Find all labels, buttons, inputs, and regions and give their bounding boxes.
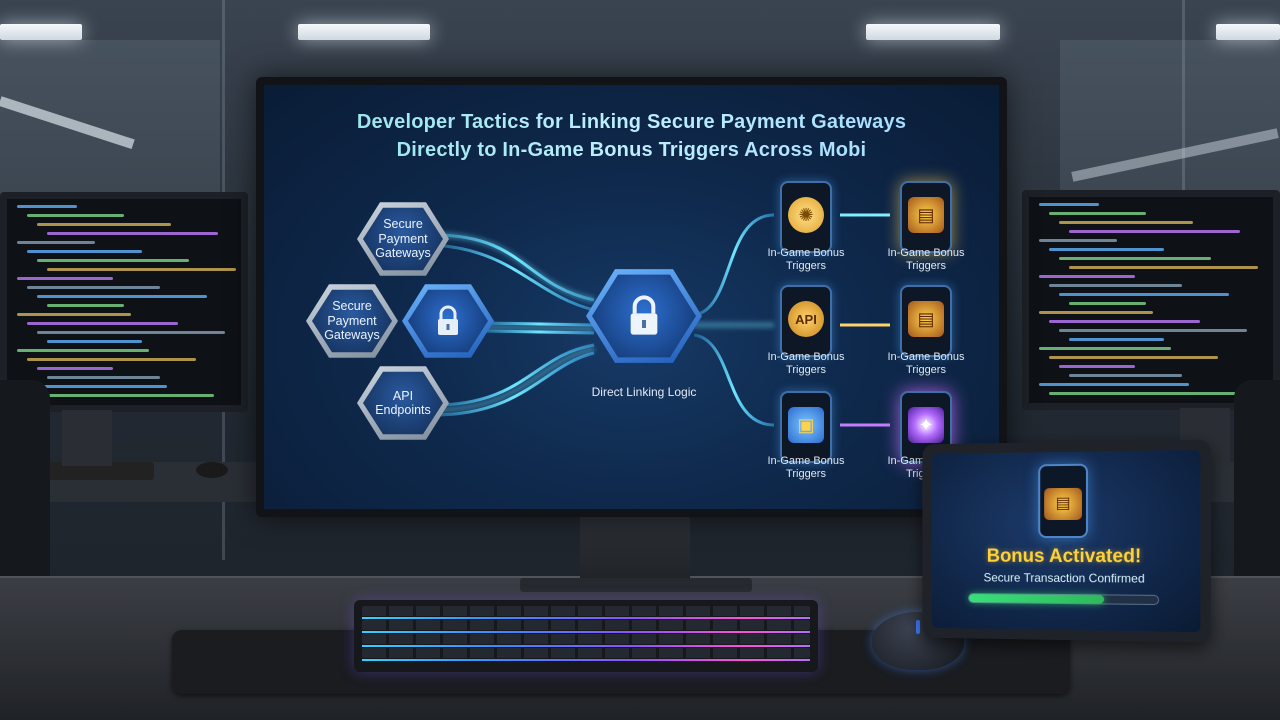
code-line (17, 313, 131, 316)
tablet-phone: ▤ (1038, 464, 1088, 538)
phone-treasure: ▤ (900, 285, 952, 357)
ceiling-light (298, 24, 430, 40)
code-line (1039, 239, 1117, 242)
ceiling-light (866, 24, 1000, 40)
code-line (37, 295, 207, 298)
key-glow (362, 659, 810, 661)
code-line (1059, 221, 1193, 224)
main-monitor: Developer Tactics for Linking Secure Pay… (256, 77, 1007, 517)
code-line (1069, 230, 1240, 233)
phone-gift: ▣ (780, 391, 832, 463)
background-mouse (196, 462, 228, 478)
progress-fill (969, 594, 1104, 603)
key-row (362, 634, 810, 644)
code-line (1039, 203, 1099, 206)
code-line (1039, 275, 1135, 278)
key-glow (362, 631, 810, 633)
center-node-label: Direct Linking Logic (554, 385, 734, 399)
code-line (1049, 320, 1200, 323)
tablet-screen: ▤ Bonus Activated! Secure Transaction Co… (932, 450, 1201, 632)
left-monitor-stand (62, 410, 112, 466)
code-line (47, 376, 160, 379)
code-line (47, 340, 142, 343)
code-line (1059, 365, 1135, 368)
code-line (1049, 212, 1146, 215)
trigger-label: In-Game Bonus Triggers (756, 247, 856, 272)
node-label: Secure Payment Gateways (321, 299, 383, 342)
node-label: API Endpoints (373, 389, 433, 418)
trigger-label: In-Game Bonus Triggers (756, 351, 856, 376)
code-line (1059, 329, 1247, 332)
wheel-icon: ✺ (798, 205, 813, 226)
monitor-stand-base (520, 578, 752, 592)
code-line (1069, 338, 1164, 341)
key-row (362, 648, 810, 658)
node-label: Secure Payment Gateways (372, 217, 434, 260)
slot-icon: API (795, 312, 817, 327)
tablet: ▤ Bonus Activated! Secure Transaction Co… (922, 439, 1211, 642)
code-line (1069, 302, 1146, 305)
code-line (1059, 293, 1229, 296)
code-line (27, 322, 178, 325)
mouse-wheel (916, 620, 920, 634)
code-line (37, 331, 225, 334)
lock-icon (624, 293, 664, 339)
key-row (362, 620, 810, 630)
flow-line (694, 335, 774, 425)
code-line (1039, 347, 1171, 350)
phone-treasure: ▤ (900, 181, 952, 253)
key-glow (362, 617, 810, 619)
gift-box-icon: ✦ (918, 415, 933, 436)
code-line (17, 241, 95, 244)
code-line (27, 214, 124, 217)
treasure-chest-icon: ▤ (917, 309, 934, 330)
rgb-keyboard (354, 600, 818, 672)
flow-glow-line (434, 349, 594, 410)
bonus-headline: Bonus Activated! (932, 546, 1201, 569)
code-line (27, 358, 196, 361)
ceiling-light (0, 24, 82, 40)
code-line (27, 250, 142, 253)
flow-glow-line (484, 327, 594, 329)
main-monitor-screen: Developer Tactics for Linking Secure Pay… (264, 85, 999, 509)
monitor-stand (580, 517, 690, 585)
key-row (362, 606, 810, 616)
code-line (1049, 284, 1182, 287)
code-line (37, 367, 113, 370)
right-side-monitor (1022, 190, 1280, 410)
bonus-subline: Secure Transaction Confirmed (932, 570, 1201, 586)
code-line (37, 259, 189, 262)
code-line (17, 205, 77, 208)
code-line (1069, 266, 1258, 269)
code-line (47, 268, 236, 271)
code-line (47, 232, 218, 235)
code-line (1049, 248, 1164, 251)
trigger-label: In-Game Bonus Triggers (876, 351, 976, 376)
code-line (1069, 374, 1182, 377)
lock-icon (433, 304, 463, 338)
code-line (47, 304, 124, 307)
phone-wheel: ✺ (780, 181, 832, 253)
treasure-chest-icon: ▤ (917, 205, 934, 226)
phone-slot: API (780, 285, 832, 357)
left-side-monitor (0, 192, 248, 412)
treasure-chest-icon: ▤ (1044, 488, 1082, 520)
code-line (1039, 383, 1189, 386)
code-line (1049, 392, 1236, 395)
code-line (17, 349, 149, 352)
progress-bar (968, 593, 1159, 605)
code-line (1049, 356, 1218, 359)
ceiling-light (1216, 24, 1280, 40)
code-line (1039, 311, 1153, 314)
code-line (27, 394, 214, 397)
key-glow (362, 645, 810, 647)
gift-box-icon: ▣ (797, 415, 814, 436)
code-line (27, 286, 160, 289)
code-line (37, 223, 171, 226)
code-line (1059, 257, 1211, 260)
code-line (17, 277, 113, 280)
trigger-label: In-Game Bonus Triggers (876, 247, 976, 272)
trigger-label: In-Game Bonus Triggers (756, 455, 856, 480)
